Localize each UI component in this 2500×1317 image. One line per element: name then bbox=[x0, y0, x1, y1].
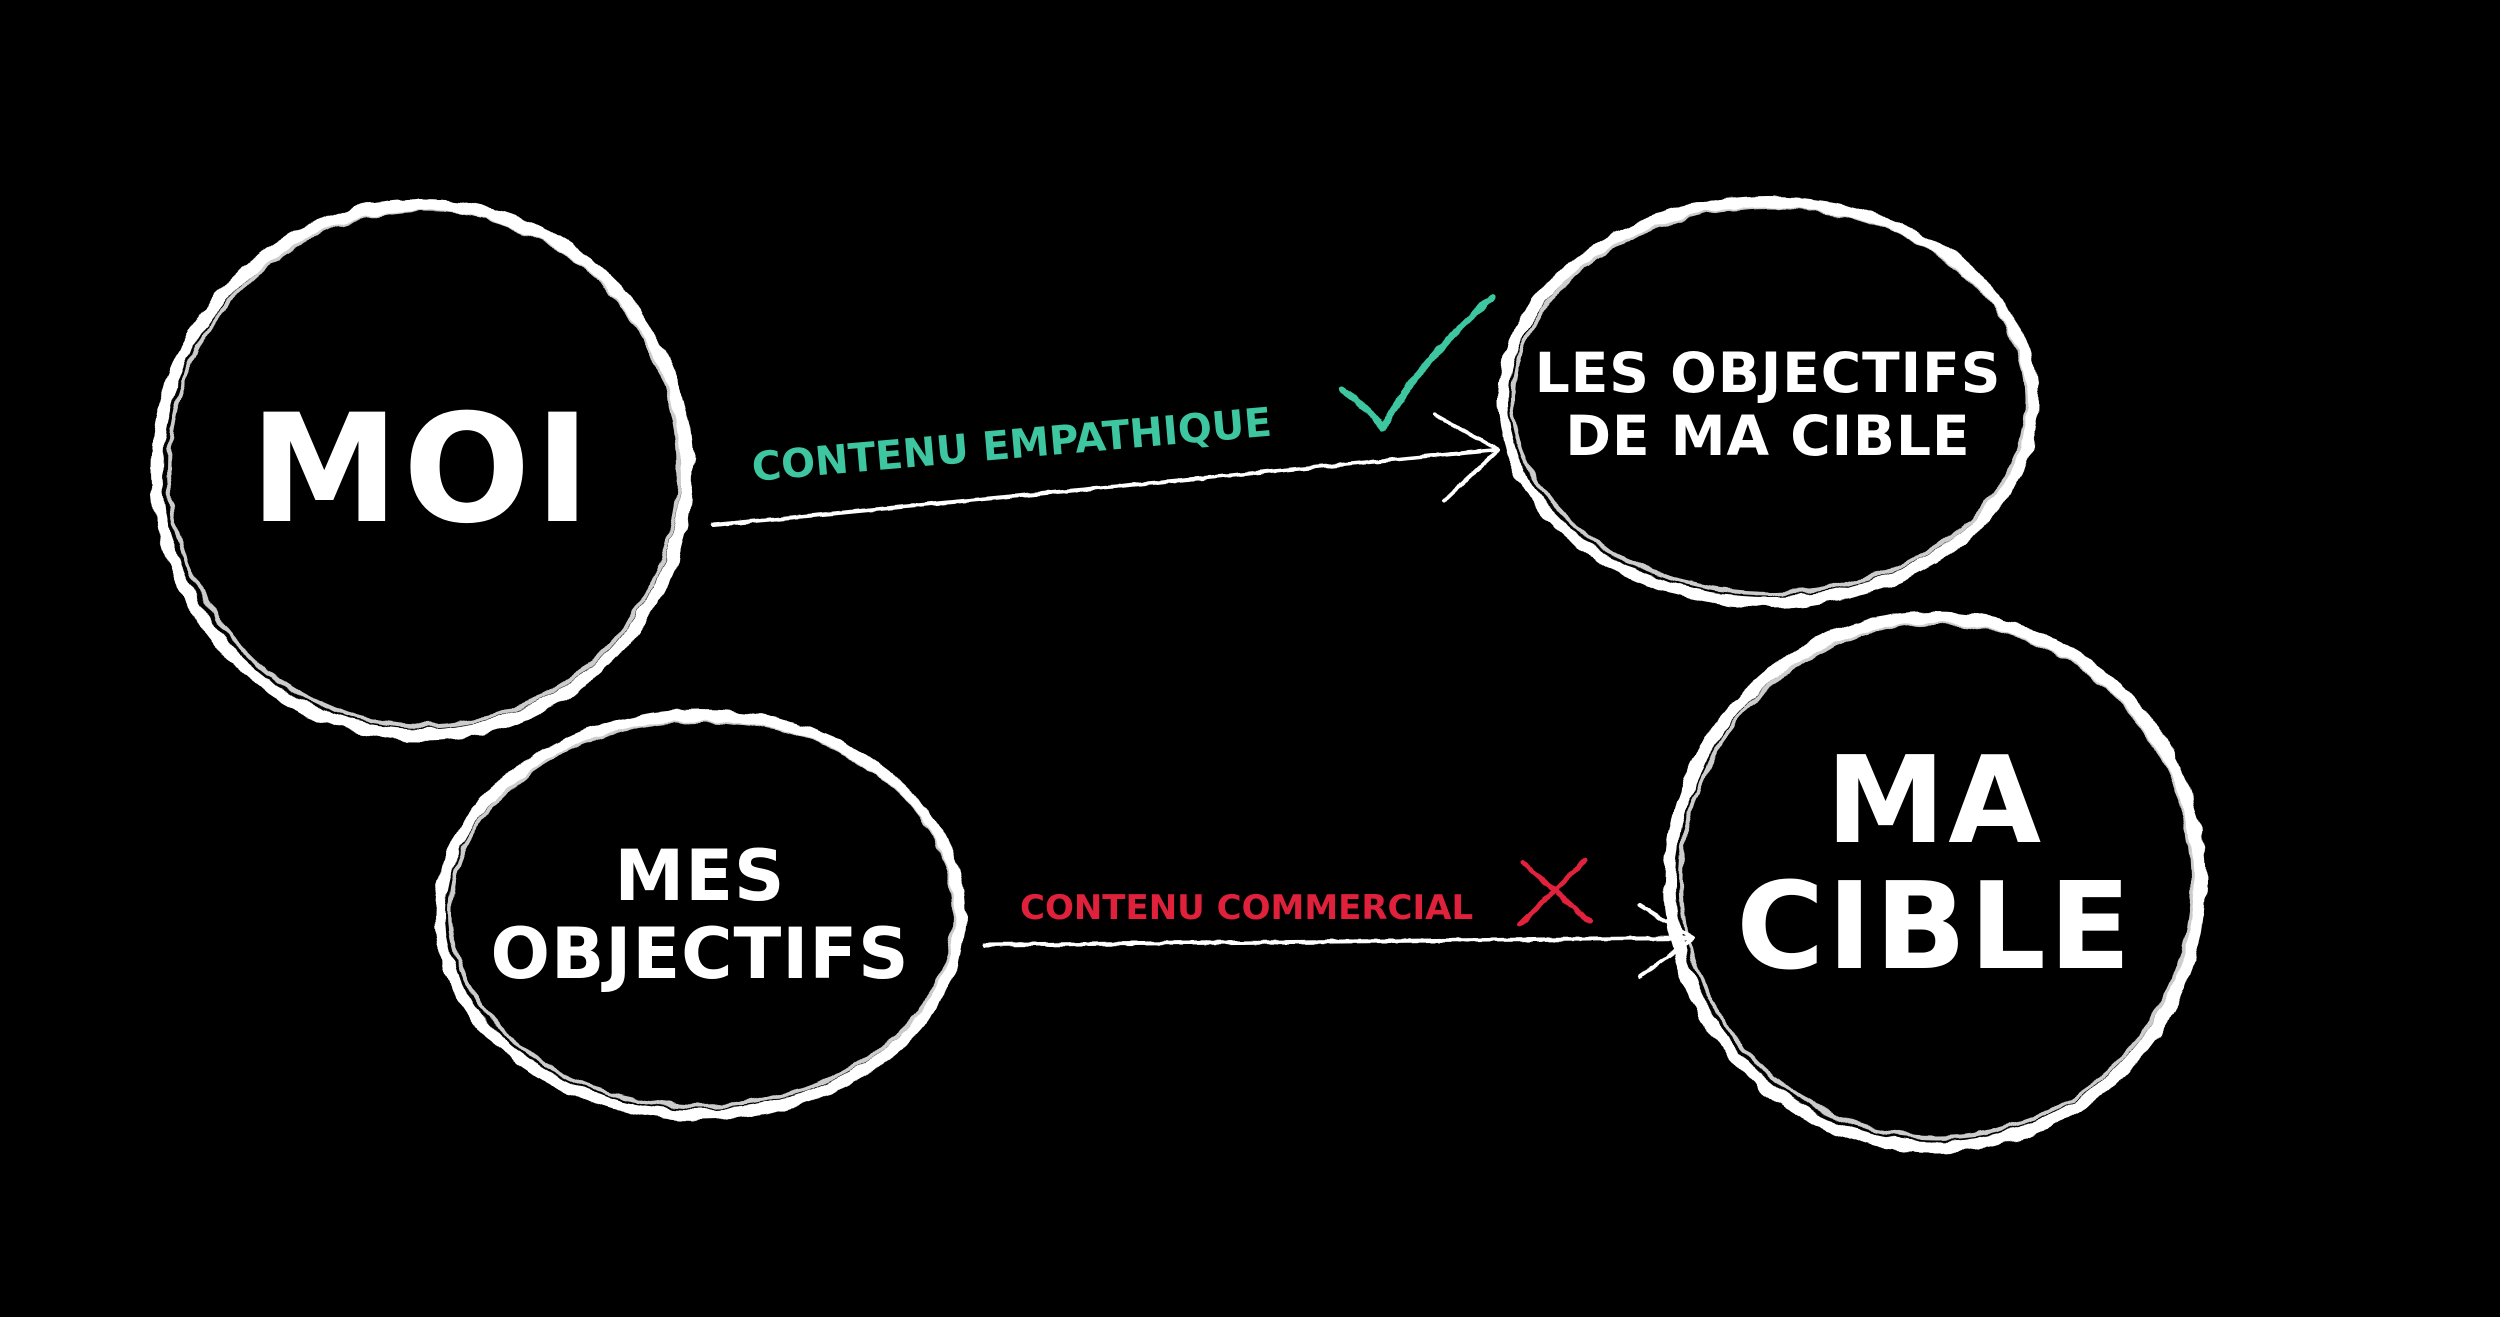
edge-commercial-arrow bbox=[983, 903, 1695, 978]
cross-icon bbox=[1517, 857, 1593, 928]
node-mes-objectifs-label: MES OBJECTIFS bbox=[480, 830, 920, 1000]
checkmark-icon bbox=[1338, 294, 1496, 432]
node-objectifs-cible-line1: LES OBJECTIFS bbox=[1534, 340, 2002, 405]
node-ma-cible-circle bbox=[1664, 611, 2206, 1153]
node-ma-cible-line2: CIBLE bbox=[1736, 858, 2134, 997]
node-objectifs-cible-circle bbox=[1497, 196, 2039, 608]
node-objectifs-cible-line2: DE MA CIBLE bbox=[1565, 404, 1971, 468]
node-ma-cible-line1: MA bbox=[1825, 732, 2045, 871]
edge-commercial-label: CONTENU COMMERCIAL bbox=[1020, 888, 1474, 928]
node-mes-objectifs-line1: MES bbox=[614, 834, 786, 917]
node-moi-circle bbox=[151, 199, 693, 741]
node-moi-text: MOI bbox=[249, 383, 595, 557]
edge-empathique-arrow bbox=[711, 413, 1500, 527]
node-objectifs-cible-label: LES OBJECTIFS DE MA CIBLE bbox=[1528, 340, 2008, 470]
node-mes-objectifs-line2: OBJECTIFS bbox=[490, 913, 910, 995]
node-moi-label: MOI bbox=[172, 370, 672, 570]
node-ma-cible-label: MA CIBLE bbox=[1715, 730, 2155, 1000]
node-mes-objectifs-circle bbox=[434, 709, 966, 1121]
